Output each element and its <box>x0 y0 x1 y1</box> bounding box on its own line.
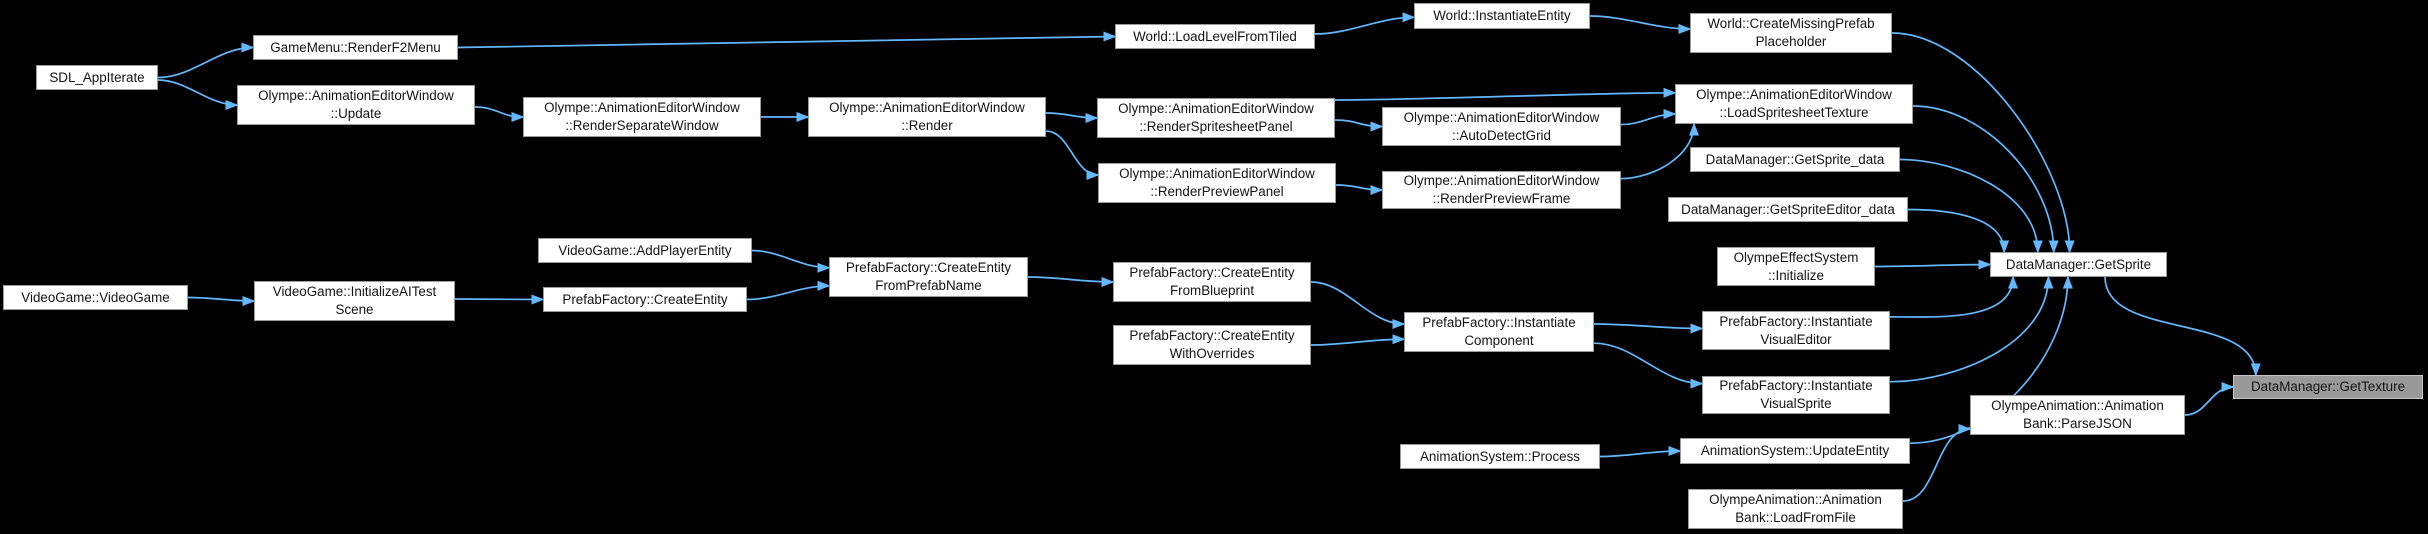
graph-node-world_instantiate[interactable]: World::InstantiateEntity <box>1414 3 1590 29</box>
graph-node-aew_render[interactable]: Olympe::AnimationEditorWindow ::Render <box>808 97 1046 137</box>
call-edge-aew_previewpanel--aew_previewframe <box>1335 184 1384 195</box>
graph-node-dm_getsprite[interactable]: DataManager::GetSprite <box>1990 252 2167 277</box>
call-edge-as_process--as_updateentity <box>1599 446 1682 458</box>
call-edge-oa_loadfromfile--oa_parsejson <box>1902 424 1972 502</box>
graph-node-oa_loadfromfile[interactable]: OlympeAnimation::Animation Bank::LoadFro… <box>1688 489 1903 529</box>
graph-node-aew_update[interactable]: Olympe::AnimationEditorWindow ::Update <box>237 85 475 125</box>
call-edge-world_loadlevel--world_instantiate <box>1314 12 1416 35</box>
call-edge-aew_previewframe--aew_loadspritesheet <box>1620 122 1700 180</box>
call-edge-as_updateentity--dm_getsprite <box>1909 275 2073 445</box>
graph-node-as_process[interactable]: AnimationSystem::Process <box>1400 444 1600 469</box>
graph-node-pf_instvisualsprite[interactable]: PrefabFactory::Instantiate VisualSprite <box>1702 376 1890 414</box>
call-edge-aew_render--aew_spritesheetpanel <box>1045 112 1099 123</box>
graph-node-pf_ce_withoverrides[interactable]: PrefabFactory::CreateEntity WithOverride… <box>1113 325 1311 365</box>
call-edge-pf_ce_fromprefabname--pf_ce_fromblueprint <box>1027 276 1115 287</box>
graph-node-vg_videogame[interactable]: VideoGame::VideoGame <box>3 285 188 310</box>
graph-node-aew_previewpanel[interactable]: Olympe::AnimationEditorWindow ::RenderPr… <box>1098 163 1336 203</box>
graph-node-renderf2menu[interactable]: GameMenu::RenderF2Menu <box>253 35 458 60</box>
graph-node-dm_gettexture[interactable]: DataManager::GetTexture <box>2233 375 2423 399</box>
graph-node-aew_previewframe[interactable]: Olympe::AnimationEditorWindow ::RenderPr… <box>1382 171 1621 209</box>
call-edge-dm_getsprite--dm_gettexture <box>2104 276 2261 377</box>
call-edge-pf_ce_fromblueprint--pf_instcomponent <box>1310 281 1406 329</box>
graph-node-pf_ce_fromblueprint[interactable]: PrefabFactory::CreateEntity FromBlueprin… <box>1113 262 1311 302</box>
graph-node-aew_loadspritesheet[interactable]: Olympe::AnimationEditorWindow ::LoadSpri… <box>1675 84 1913 124</box>
graph-node-world_loadlevel[interactable]: World::LoadLevelFromTiled <box>1115 24 1315 49</box>
call-edge-pf_ce_withoverrides--pf_instcomponent <box>1310 334 1406 346</box>
call-edge-pf_instvisualsprite--dm_getsprite <box>1889 275 2054 383</box>
call-edge-pf_instcomponent--pf_instvisualsprite <box>1593 342 1704 389</box>
graph-node-oa_parsejson[interactable]: OlympeAnimation::Animation Bank::ParseJS… <box>1970 395 2185 435</box>
call-edge-renderf2menu--world_loadlevel <box>457 31 1117 49</box>
call-edge-world_createmissing--dm_getsprite <box>1891 32 2075 254</box>
graph-node-aew_autodetectgrid[interactable]: Olympe::AnimationEditorWindow ::AutoDete… <box>1382 107 1621 146</box>
call-edge-aew_render--aew_previewpanel <box>1045 130 1100 180</box>
call-edge-vg_initaitest--pf_createentity <box>454 294 545 305</box>
call-edge-aew_update--aew_rendersepwin <box>474 106 525 122</box>
graph-node-oes_initialize[interactable]: OlympeEffectSystem ::Initialize <box>1717 247 1875 286</box>
call-edge-oa_parsejson--dm_gettexture <box>2184 382 2235 416</box>
graph-node-vg_addplayerentity[interactable]: VideoGame::AddPlayerEntity <box>538 238 752 263</box>
call-edge-vg_addplayerentity--pf_ce_fromprefabname <box>751 249 831 273</box>
call-edge-aew_autodetectgrid--aew_loadspritesheet <box>1620 109 1677 126</box>
call-edge-dm_getspriteeditor--dm_getsprite <box>1907 208 2010 254</box>
call-edge-pf_instvisualeditor--dm_getsprite <box>1889 275 2018 318</box>
graph-node-pf_instcomponent[interactable]: PrefabFactory::Instantiate Component <box>1404 312 1594 352</box>
call-edge-pf_instcomponent--pf_instvisualeditor <box>1593 323 1704 334</box>
call-edge-vg_videogame--vg_initaitest <box>187 295 256 306</box>
graph-node-pf_ce_fromprefabname[interactable]: PrefabFactory::CreateEntity FromPrefabNa… <box>829 257 1028 297</box>
graph-node-dm_getsprite_data[interactable]: DataManager::GetSprite_data <box>1690 147 1900 172</box>
call-edge-oes_initialize--dm_getsprite <box>1874 259 1992 270</box>
call-edge-sdl_appiterate--aew_update <box>157 79 239 110</box>
call-edge-dm_getsprite_data--dm_getsprite <box>1899 158 2043 254</box>
call-edge-aew_spritesheetpanel--aew_loadspritesheet <box>1334 87 1677 101</box>
graph-node-world_createmissing[interactable]: World::CreateMissingPrefab Placeholder <box>1690 13 1892 53</box>
graph-node-pf_createentity[interactable]: PrefabFactory::CreateEntity <box>543 287 747 312</box>
graph-node-as_updateentity[interactable]: AnimationSystem::UpdateEntity <box>1680 438 1910 464</box>
call-edge-sdl_appiterate--renderf2menu <box>157 42 255 79</box>
graph-node-aew_rendersepwin[interactable]: Olympe::AnimationEditorWindow ::RenderSe… <box>523 97 761 137</box>
call-edge-aew_loadspritesheet--dm_getsprite <box>1912 105 2059 254</box>
graph-node-vg_initaitest[interactable]: VideoGame::InitializeAITest Scene <box>254 281 455 321</box>
call-edge-pf_createentity--pf_ce_fromprefabname <box>746 280 831 301</box>
graph-node-sdl_appiterate[interactable]: SDL_AppIterate <box>36 65 158 90</box>
call-edge-world_instantiate--world_createmissing <box>1589 15 1692 34</box>
graph-node-pf_instvisualeditor[interactable]: PrefabFactory::Instantiate VisualEditor <box>1702 311 1890 350</box>
graph-node-dm_getspriteeditor[interactable]: DataManager::GetSpriteEditor_data <box>1668 197 1908 222</box>
graph-node-aew_spritesheetpanel[interactable]: Olympe::AnimationEditorWindow ::RenderSp… <box>1097 98 1335 138</box>
call-edge-aew_spritesheetpanel--aew_autodetectgrid <box>1334 119 1384 132</box>
